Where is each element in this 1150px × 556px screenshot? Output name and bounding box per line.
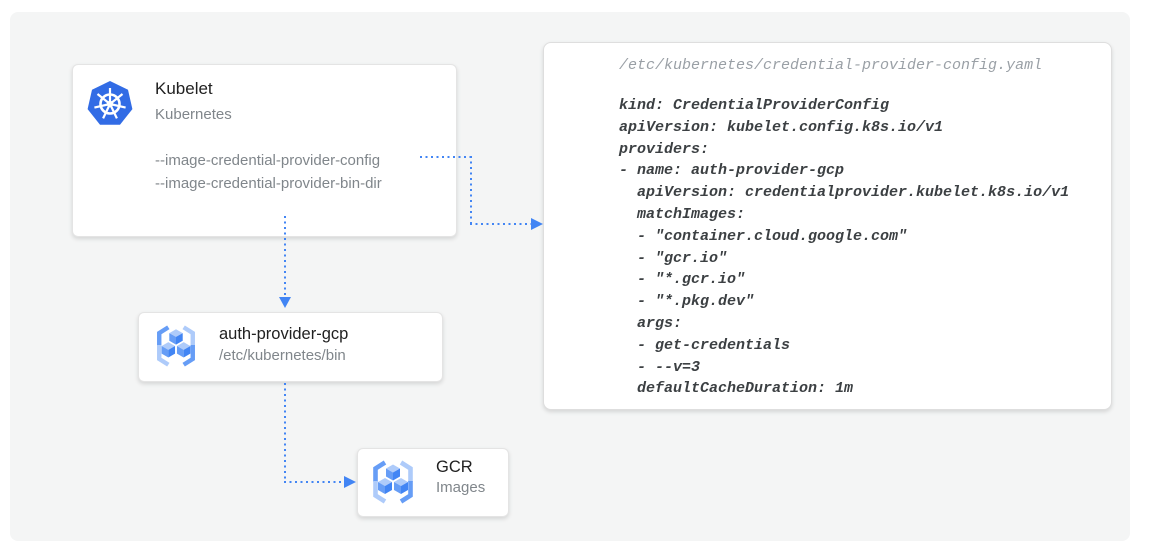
kubelet-subtitle: Kubernetes <box>155 106 232 123</box>
arrowhead-right-icon <box>344 476 356 488</box>
container-registry-icon <box>373 460 413 504</box>
gcr-title: GCR <box>436 458 473 476</box>
yaml-filename: /etc/kubernetes/credential-provider-conf… <box>619 57 1043 74</box>
flag-credential-provider-bin-dir: --image-credential-provider-bin-dir <box>155 175 382 192</box>
gcr-node: GCR Images <box>357 448 509 517</box>
kubernetes-icon <box>87 81 133 125</box>
arrowhead-down-icon <box>279 297 291 308</box>
auth-provider-path: /etc/kubernetes/bin <box>219 347 346 364</box>
kubelet-node: Kubelet Kubernetes --image-credential-pr… <box>72 64 457 237</box>
flag-credential-provider-config: --image-credential-provider-config <box>155 152 381 169</box>
yaml-code: kind: CredentialProviderConfig apiVersio… <box>619 97 1070 398</box>
kubelet-flags: --image-credential-provider-config --ima… <box>155 149 382 195</box>
container-registry-icon <box>157 325 195 367</box>
yaml-config-panel: /etc/kubernetes/credential-provider-conf… <box>543 42 1112 410</box>
auth-provider-title: auth-provider-gcp <box>219 325 349 343</box>
auth-provider-gcp-node: auth-provider-gcp /etc/kubernetes/bin <box>138 312 443 382</box>
gcr-subtitle: Images <box>436 479 486 496</box>
kubelet-title: Kubelet <box>155 79 213 98</box>
arrowhead-right-icon <box>531 218 543 230</box>
